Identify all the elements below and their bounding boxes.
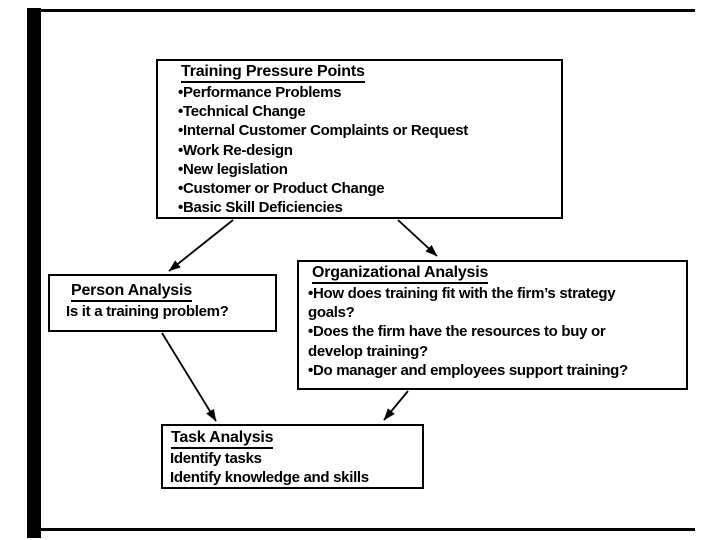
text-line: Is it a training problem? (66, 303, 229, 320)
training-to-organizational-arrow (397, 219, 438, 257)
task-analysis-title: Task Analysis (171, 429, 422, 449)
text-line: •Internal Customer Complaints or Request (178, 122, 468, 140)
slide-top-rule (27, 9, 695, 12)
text-line: Identify tasks (170, 450, 262, 467)
training-pressure-points-bullets: •Performance Problems •Technical Change•I… (158, 83, 561, 217)
task-analysis-title-text: Task Analysis (171, 429, 274, 449)
slide-bottom-rule (27, 528, 695, 531)
person-to-task-arrow (161, 332, 217, 422)
training-to-person-arrow (168, 219, 234, 272)
training-pressure-points-title-text: Training Pressure Points (181, 63, 365, 83)
person-analysis-title-text: Person Analysis (71, 282, 192, 302)
training-pressure-points-title: Training Pressure Points (181, 63, 561, 83)
organizational-to-task-arrow (383, 390, 409, 421)
text-line: Identify knowledge and skills (170, 469, 369, 487)
organizational-analysis-title-text: Organizational Analysis (312, 264, 488, 284)
text-line: •Customer or Product Change (178, 180, 385, 198)
text-line: •Work Re-design (178, 141, 293, 159)
training-pressure-points-box: Training Pressure Points •Performance Pr… (156, 59, 563, 219)
text-line: •How does training fit with the firm’s s… (308, 285, 616, 302)
organizational-analysis-box: Organizational Analysis •How does traini… (297, 260, 688, 390)
text-line: develop training? (308, 342, 428, 360)
text-line: •Technical Change (178, 103, 306, 121)
person-analysis-lines: Is it a training problem? (50, 302, 275, 321)
text-line: •Basic Skill Deficiencies (178, 199, 343, 217)
organizational-analysis-bullets: •How does training fit with the firm’s s… (299, 284, 686, 380)
organizational-analysis-title: Organizational Analysis (312, 264, 686, 284)
text-line: •New legislation (178, 160, 288, 178)
text-line: •Performance Problems (178, 84, 342, 101)
text-line: •Does the firm have the resources to buy… (308, 323, 606, 341)
text-line: •Do manager and employees support traini… (308, 361, 628, 379)
slide-left-accent-bar (27, 8, 41, 538)
person-analysis-title: Person Analysis (71, 282, 275, 302)
text-line: goals? (308, 304, 355, 322)
person-analysis-box: Person Analysis Is it a training problem… (48, 274, 277, 332)
